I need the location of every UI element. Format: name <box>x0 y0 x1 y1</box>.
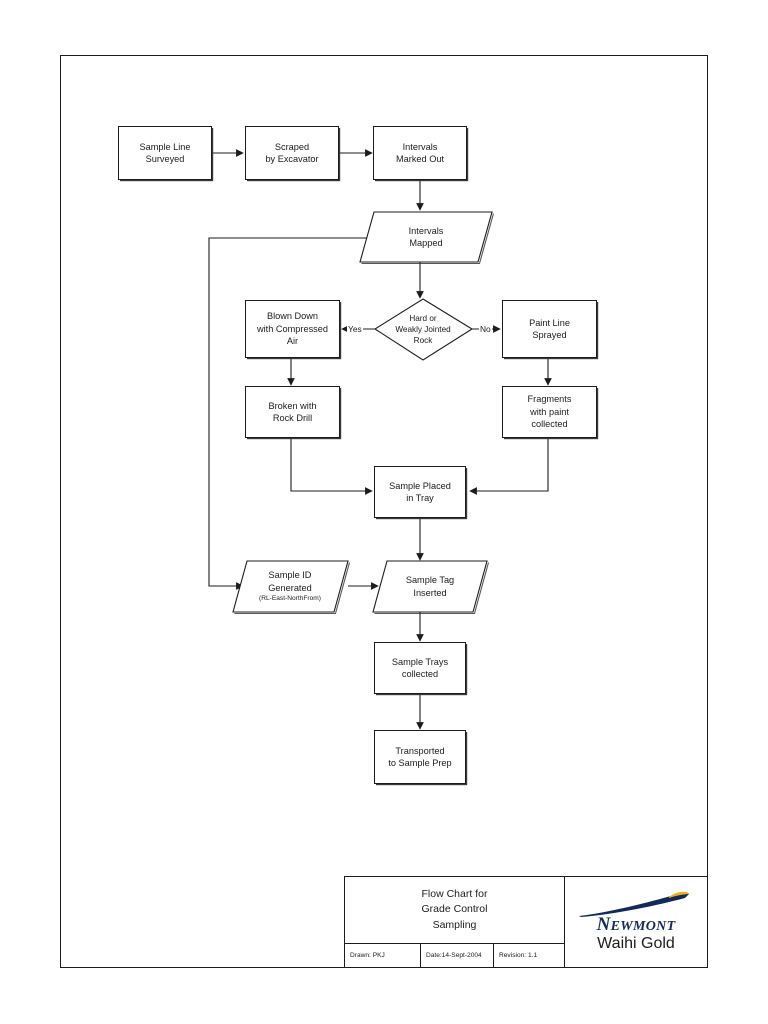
node-sample-tag-inserted[interactable]: Sample Tag Inserted <box>376 561 484 612</box>
node-scraped-by-excavator[interactable]: Scraped by Excavator <box>245 126 339 180</box>
title-block-left: Flow Chart for Grade Control Sampling Dr… <box>345 877 565 967</box>
node-broken-with-rock-drill[interactable]: Broken with Rock Drill <box>245 386 340 438</box>
node-label: Fragments with paint collected <box>527 394 572 430</box>
node-label: Sample Trays collected <box>391 656 449 679</box>
node-label: Sample Tag Inserted <box>405 575 455 598</box>
edge-label-yes: Yes <box>347 324 363 334</box>
drawing-title: Flow Chart for Grade Control Sampling <box>421 888 488 931</box>
node-label: Sample ID Generated (RL-East-NorthFrom) <box>255 557 325 616</box>
edge-label-no: No <box>479 324 492 334</box>
logo-word-rest: EWMONT <box>610 918 676 934</box>
meta-revision: Revision: 1.1 <box>499 952 538 959</box>
node-label: Intervals Mapped <box>408 225 444 248</box>
logo-wordmark: NEWMONT <box>597 915 676 934</box>
newmont-waihi-gold-logo: NEWMONT Waihi Gold <box>565 877 707 967</box>
node-sample-id-generated[interactable]: Sample ID Generated (RL-East-NorthFrom) <box>236 561 344 612</box>
title-block: Flow Chart for Grade Control Sampling Dr… <box>344 876 708 968</box>
node-label: Intervals Marked Out <box>396 141 444 164</box>
node-label: Blown Down with Compressed Air <box>257 311 328 347</box>
node-transported-to-sample-prep[interactable]: Transported to Sample Prep <box>374 730 466 784</box>
node-paint-line-sprayed[interactable]: Paint Line Sprayed <box>502 300 597 358</box>
node-sample-placed-in-tray[interactable]: Sample Placed in Tray <box>374 466 466 518</box>
node-fragments-with-paint-collected[interactable]: Fragments with paint collected <box>502 386 597 438</box>
meta-drawn: Drawn: PKJ <box>345 944 421 967</box>
node-label: Paint Line Sprayed <box>529 317 570 340</box>
node-sublabel: (RL-East-NorthFrom) <box>259 595 321 603</box>
node-label-main: Sample ID Generated <box>268 570 312 593</box>
node-hard-or-weakly-jointed-rock[interactable]: Hard or Weakly Jointed Rock <box>372 299 474 360</box>
node-label: Broken with Rock Drill <box>268 400 317 423</box>
node-label: Hard or Weakly Jointed Rock <box>395 313 451 346</box>
node-sample-trays-collected[interactable]: Sample Trays collected <box>374 642 466 694</box>
node-blown-down-with-compressed-air[interactable]: Blown Down with Compressed Air <box>245 300 340 358</box>
newmont-swoosh-icon <box>579 891 690 917</box>
node-sample-line-surveyed[interactable]: Sample Line Surveyed <box>118 126 212 180</box>
logo-subbrand: Waihi Gold <box>597 934 675 952</box>
title-block-meta-row: Drawn: PKJ Date:14-Sept-2004 Revision: 1… <box>345 943 564 967</box>
logo-word-n: N <box>596 913 611 935</box>
node-label: Sample Placed in Tray <box>389 480 451 503</box>
node-label: Sample Line Surveyed <box>139 141 191 164</box>
node-intervals-marked-out[interactable]: Intervals Marked Out <box>373 126 467 180</box>
node-label: Scraped by Excavator <box>265 141 319 164</box>
node-intervals-mapped[interactable]: Intervals Mapped <box>360 212 492 262</box>
node-label: Transported to Sample Prep <box>388 745 452 768</box>
meta-date: Date:14-Sept-2004 <box>421 944 494 967</box>
